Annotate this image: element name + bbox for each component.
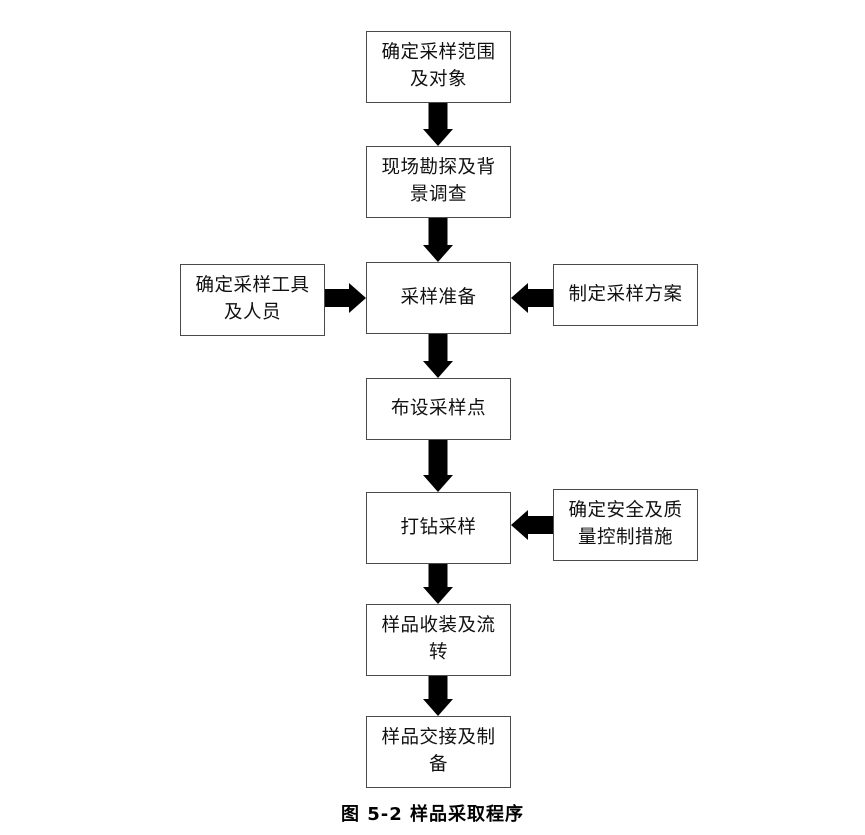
arrow-scope-to-survey [423,103,453,146]
node-layout-sampling-points: 布设采样点 [366,378,511,440]
node-formulate-sampling-plan: 制定采样方案 [553,264,698,326]
arrow-points-to-drill [423,440,453,492]
node-label: 打钻采样 [400,516,477,538]
node-label: 确定安全及质 量控制措施 [568,500,683,548]
arrow-shaft [528,516,553,534]
node-safety-quality-control: 确定安全及质 量控制措施 [553,489,698,561]
arrow-head [423,129,453,146]
node-label: 确定采样工具 及人员 [195,275,310,323]
arrow-plan-to-prep [511,283,553,313]
node-drilling-sampling: 打钻采样 [366,492,511,564]
arrow-shaft [428,218,448,245]
arrow-head [423,475,453,492]
node-label: 确定采样范围 及对象 [381,42,496,90]
arrow-head [423,587,453,604]
node-label: 采样准备 [400,286,477,308]
node-label: 布设采样点 [390,397,486,419]
node-sampling-preparation: 采样准备 [366,262,511,334]
arrow-head [423,361,453,378]
arrow-head [423,245,453,262]
arrow-shaft [428,440,448,475]
arrow-prep-to-points [423,334,453,378]
node-label: 样品交接及制 备 [381,727,496,775]
arrow-packing-to-handover [423,676,453,716]
arrow-drill-to-packing [423,564,453,604]
arrow-shaft [428,334,448,361]
figure-caption: 图 5-2 样品采取程序 [340,804,525,825]
arrow-shaft [428,676,448,699]
node-site-survey-background: 现场勘探及背 景调查 [366,146,511,218]
node-label: 样品收装及流 转 [381,615,496,663]
arrow-tools-to-prep [325,283,366,313]
arrow-head [511,510,528,540]
arrow-head [349,283,366,313]
node-label: 制定采样方案 [568,283,683,305]
arrow-shaft [428,103,448,129]
arrow-shaft [428,564,448,587]
node-label: 现场勘探及背 景调查 [381,157,496,205]
node-determine-tools-personnel: 确定采样工具 及人员 [180,264,325,336]
arrow-safety-to-drill [511,510,553,540]
arrow-survey-to-prep [423,218,453,262]
arrow-head [423,699,453,716]
node-sample-packing-transfer: 样品收装及流 转 [366,604,511,676]
arrow-head [511,283,528,313]
arrow-shaft [528,289,553,307]
arrow-shaft [325,289,349,307]
node-sample-handover-preparation: 样品交接及制 备 [366,716,511,788]
node-define-sampling-scope: 确定采样范围 及对象 [366,31,511,103]
